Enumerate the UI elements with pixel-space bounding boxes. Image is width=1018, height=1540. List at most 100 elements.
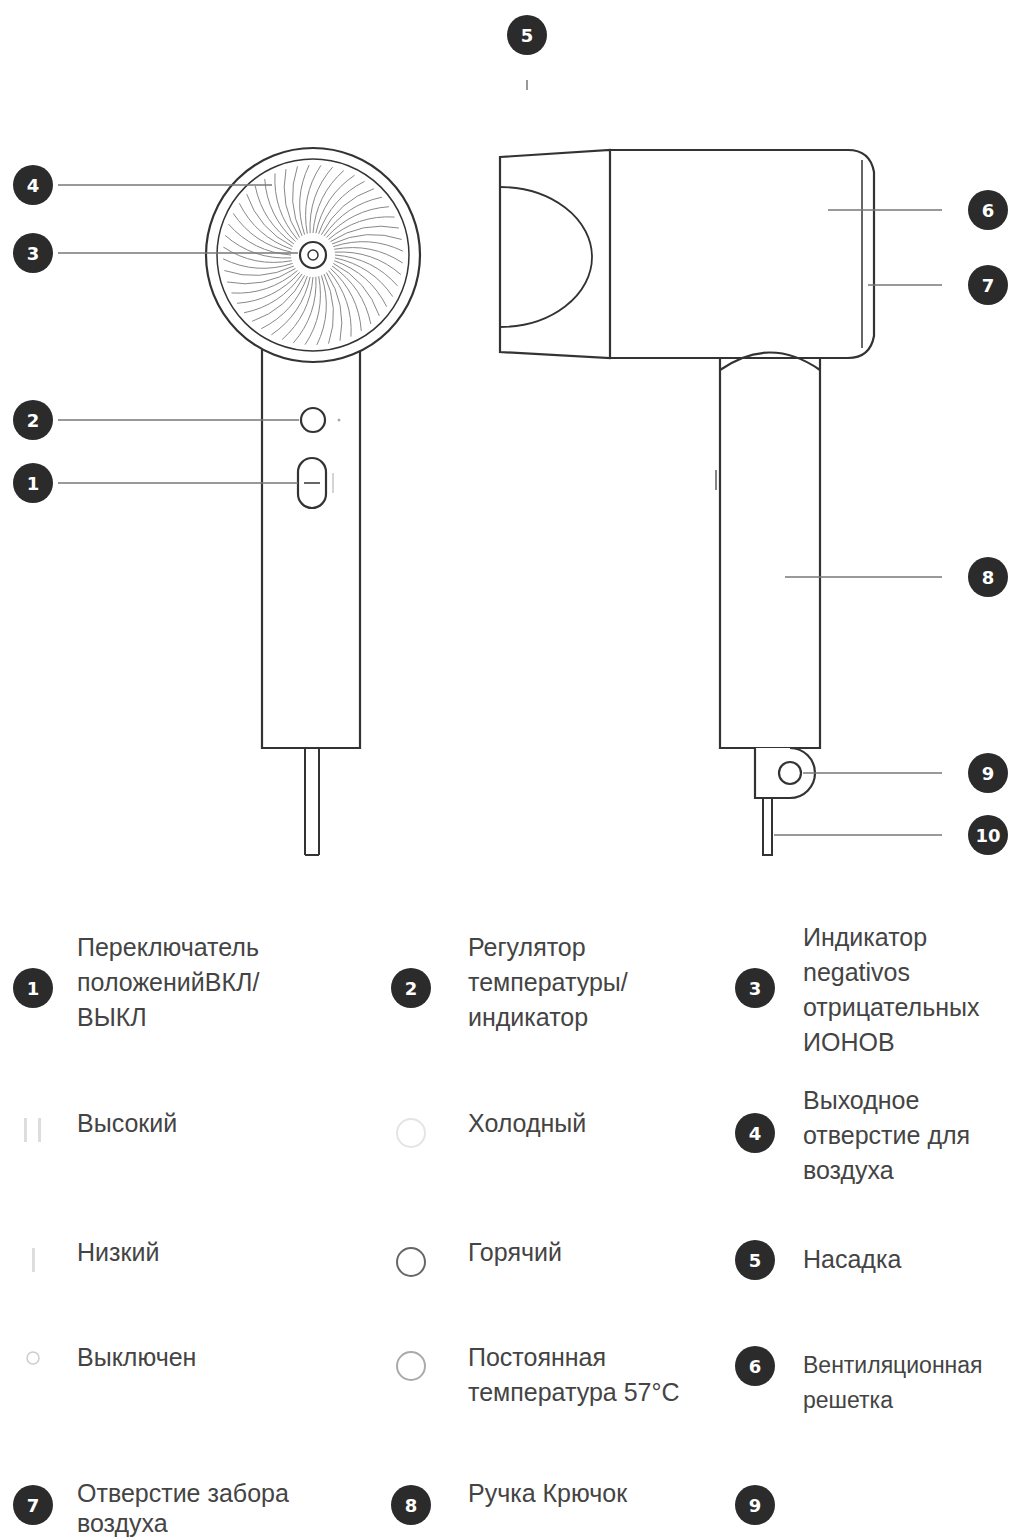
callout-circle: 8 [390,1484,432,1526]
callout-circle: 7 [967,264,1009,306]
high-symbol [38,1118,41,1142]
callout-circle: 8 [967,556,1009,598]
hook [779,762,801,784]
callout-number: 7 [967,264,1009,306]
callout-number: 8 [967,556,1009,598]
callout-number: 5 [506,14,548,56]
legend-text: Высокий [77,1109,177,1137]
legend-text: Горячий [468,1238,562,1266]
part-name: Индикатор negativos отрицательных ИОНОВ [803,920,1013,1060]
switch-mark [304,482,320,484]
legend-entry: Низкий [77,1235,307,1270]
leader-line [58,184,272,186]
leader-line [785,576,942,578]
legend-entry: Холодный [468,1106,718,1141]
callout-circle: 2 [390,967,432,1009]
front-handle [262,340,360,748]
callout-number: 9 [967,752,1009,794]
intake-edge [861,160,863,348]
leader-line [526,80,528,90]
callout-number: 10 [967,814,1009,856]
callout-circle: 4 [12,164,54,206]
part-name: Ручка Крючок [468,1478,718,1508]
high-symbol [24,1118,27,1142]
part-name: Регулятор температуры/ индикатор [468,930,718,1035]
callout-number: 3 [12,232,54,274]
side-cord [763,798,772,855]
front-cord [305,748,319,855]
leader-line [58,419,299,421]
cold-symbol [397,1119,425,1147]
part-name: Отверстие забора воздуха [77,1478,317,1538]
side-switch [715,470,716,490]
button-dot [338,419,341,422]
leader-line [803,772,942,774]
nozzle-shape [500,187,592,327]
outlet-ring [217,159,409,351]
part-name: Переключатель положенийВКЛ/ ВЫКЛ [77,930,309,1035]
callout-circle: 10 [967,814,1009,856]
callout-circle: 3 [734,967,776,1009]
callout-circle: 6 [734,1345,776,1387]
hot-symbol [397,1248,425,1276]
leader-line [868,284,942,286]
legend-entry: Выключен [77,1340,307,1375]
callout-number: 8 [390,1484,432,1526]
callout-number: 6 [967,189,1009,231]
side-handle [720,358,820,748]
switch-ticks [333,473,334,493]
callout-circle: 7 [12,1484,54,1526]
low-symbol [32,1248,35,1272]
part-name: Выходное отверстие для воздуха [803,1083,1013,1188]
callout-number: 2 [12,399,54,441]
callout-circle: 6 [967,189,1009,231]
ion-dot [308,250,318,260]
temp-button [301,408,325,432]
outlet-fins [223,165,403,345]
callout-number: 1 [12,967,54,1009]
part-name: Вентиляционная решетка [803,1348,1015,1418]
callout-circle: 9 [734,1484,776,1526]
leader-line [58,482,298,484]
ion-indicator [300,242,326,268]
constant-symbol [397,1352,425,1380]
callout-circle: 3 [12,232,54,274]
callout-number: 9 [734,1484,776,1526]
callout-circle: 4 [734,1112,776,1154]
callout-number: 6 [734,1345,776,1387]
callout-number: 4 [12,164,54,206]
body [610,150,874,358]
callout-number: 5 [734,1239,776,1281]
callout-circle: 5 [506,14,548,56]
legend-entry: Постоянная температура 57°C [468,1340,718,1410]
legend-symbols [24,1118,425,1380]
callout-number: 3 [734,967,776,1009]
leader-line [828,209,942,211]
callout-circle: 1 [12,462,54,504]
legend-text: Низкий [77,1238,159,1266]
handle-neck [720,353,820,371]
off-symbol [27,1352,39,1364]
callout-circle: 9 [967,752,1009,794]
power-switch [298,458,326,508]
leader-lines [58,80,942,835]
callout-number: 1 [12,462,54,504]
callout-number: 2 [390,967,432,1009]
nozzle [500,150,610,358]
callout-number: 7 [12,1484,54,1526]
legend-text: Выключен [77,1343,196,1371]
callout-circle: 5 [734,1239,776,1281]
callout-circle: 1 [12,967,54,1009]
legend-text: Постоянная температура 57°C [468,1343,680,1406]
leader-line [58,252,298,254]
legend-entry: Высокий [77,1106,307,1141]
leader-line [774,834,942,836]
legend-text: Холодный [468,1109,586,1137]
legend-entry: Горячий [468,1235,718,1270]
callout-circle: 2 [12,399,54,441]
part-name: Насадка [803,1242,1013,1277]
callout-number: 4 [734,1112,776,1154]
front-head [206,148,420,362]
